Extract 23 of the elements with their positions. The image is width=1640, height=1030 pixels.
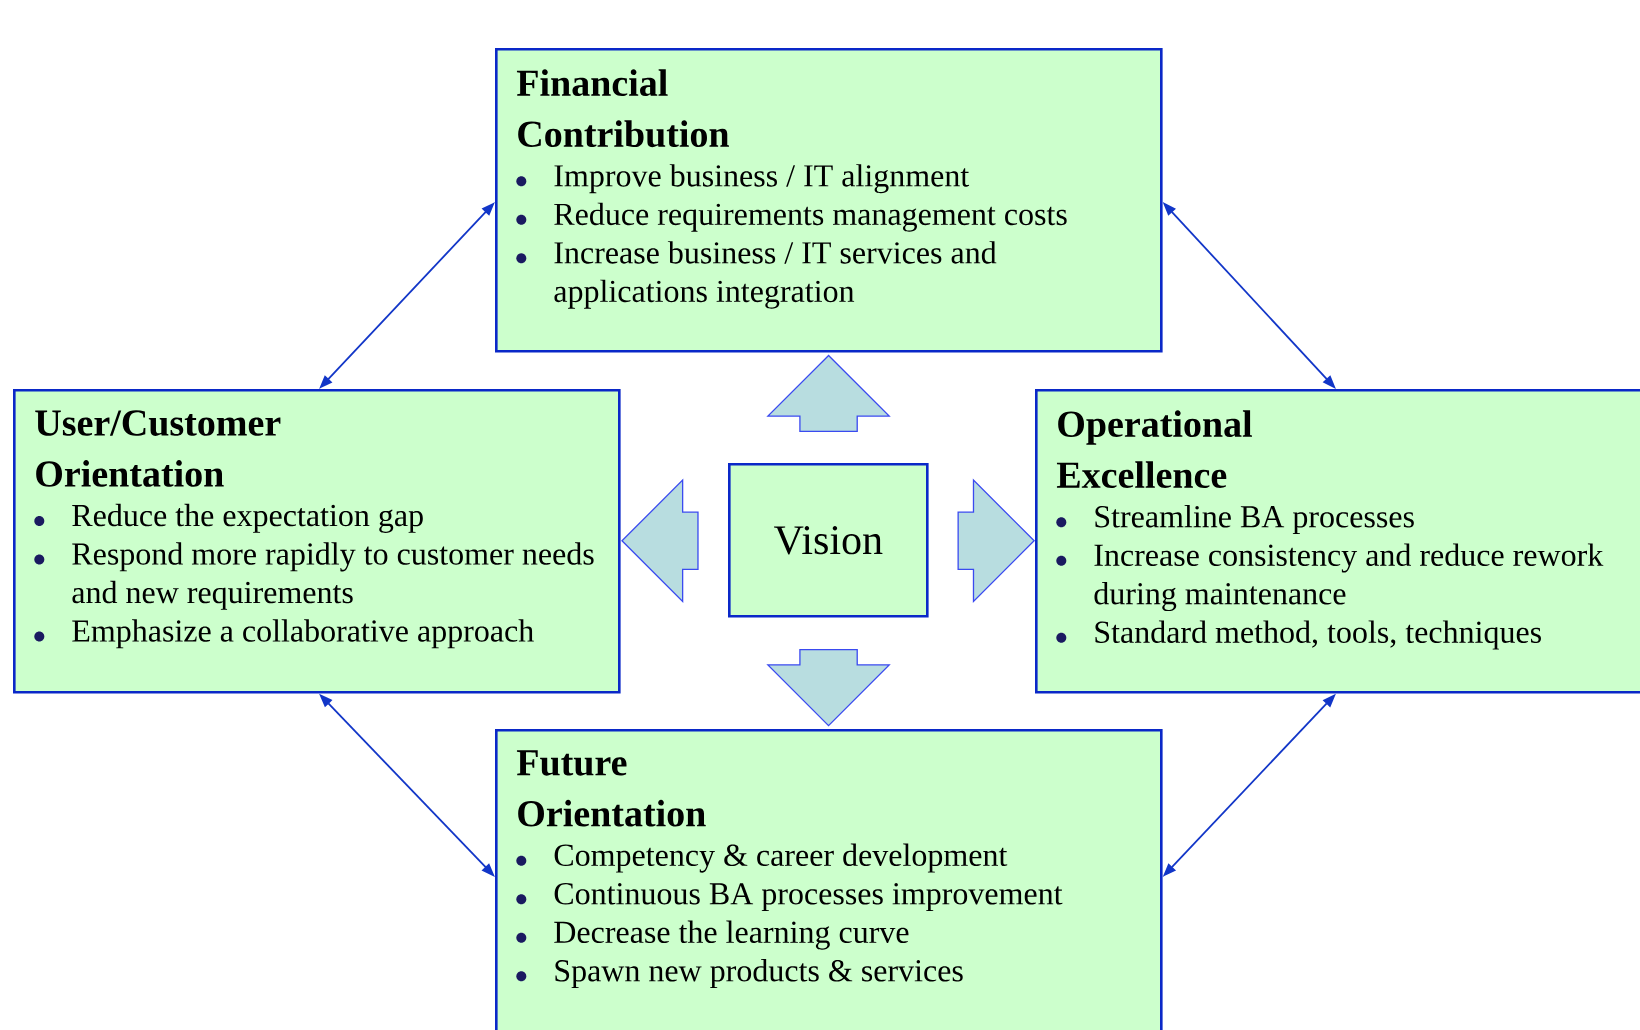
bullet-item: Spawn new products & services xyxy=(555,959,963,989)
bullet-item: Increase consistency and reduce rework during maintenance xyxy=(1094,543,1604,612)
text-box xyxy=(495,48,1163,353)
box-heading: Future Orientation xyxy=(516,750,706,827)
bullet-item: Reduce the expectation gap xyxy=(72,503,423,533)
bullet-item: Reduce requirements management costs xyxy=(554,202,1067,232)
box-heading: Operational Excellence xyxy=(1056,410,1252,488)
bullet-item: Improve business / IT alignment xyxy=(554,164,970,194)
text-box xyxy=(1035,389,1640,694)
bullet-item: Continuous BA processes improvement xyxy=(554,883,1063,912)
text-box xyxy=(495,729,1163,1030)
text-box xyxy=(13,389,621,694)
bullet-item: Increase business / IT services and applications integration xyxy=(554,241,997,309)
bullet-item: Decrease the learning curve xyxy=(554,920,909,950)
bullet-item: Standard method, tools, techniques xyxy=(1095,620,1541,650)
box-heading: Financial Contribution xyxy=(516,69,729,148)
bullet-item: Emphasize a collaborative approach xyxy=(72,619,534,649)
vision-box xyxy=(728,463,929,618)
bullet-item: Streamline BA processes xyxy=(1095,505,1414,534)
box-heading: User/Customer Orientation xyxy=(35,410,281,487)
bullet-item: Respond more rapidly to customer needs and new requirements xyxy=(72,542,594,610)
bullet-item: Competency & career development xyxy=(554,843,1008,873)
box-title: Vision xyxy=(774,526,883,555)
